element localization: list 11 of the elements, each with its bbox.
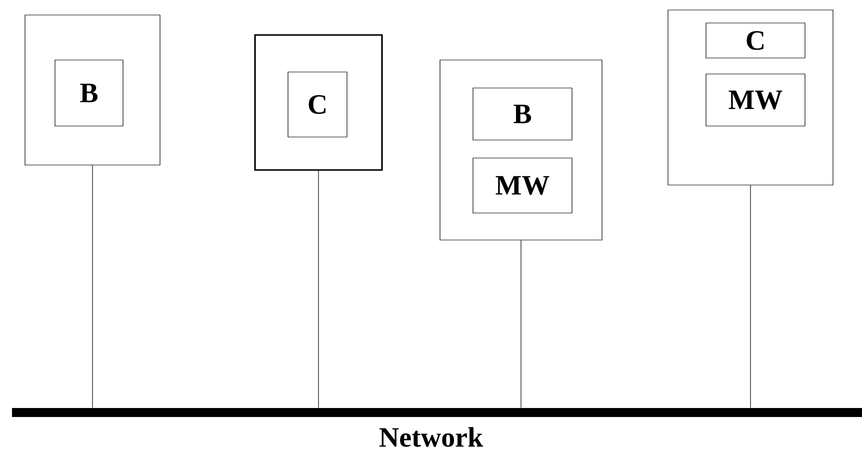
component-box: C — [288, 72, 348, 138]
connector-line — [750, 184, 751, 408]
component-box: MW — [472, 158, 572, 214]
connector-line — [318, 170, 319, 408]
component-box: MW — [706, 74, 806, 126]
component-box: B — [54, 60, 124, 126]
connector-line — [520, 240, 522, 408]
connector-line — [92, 164, 93, 408]
network-label: Network — [379, 427, 484, 447]
component-box: C — [706, 22, 806, 58]
component-box: B — [472, 88, 572, 140]
